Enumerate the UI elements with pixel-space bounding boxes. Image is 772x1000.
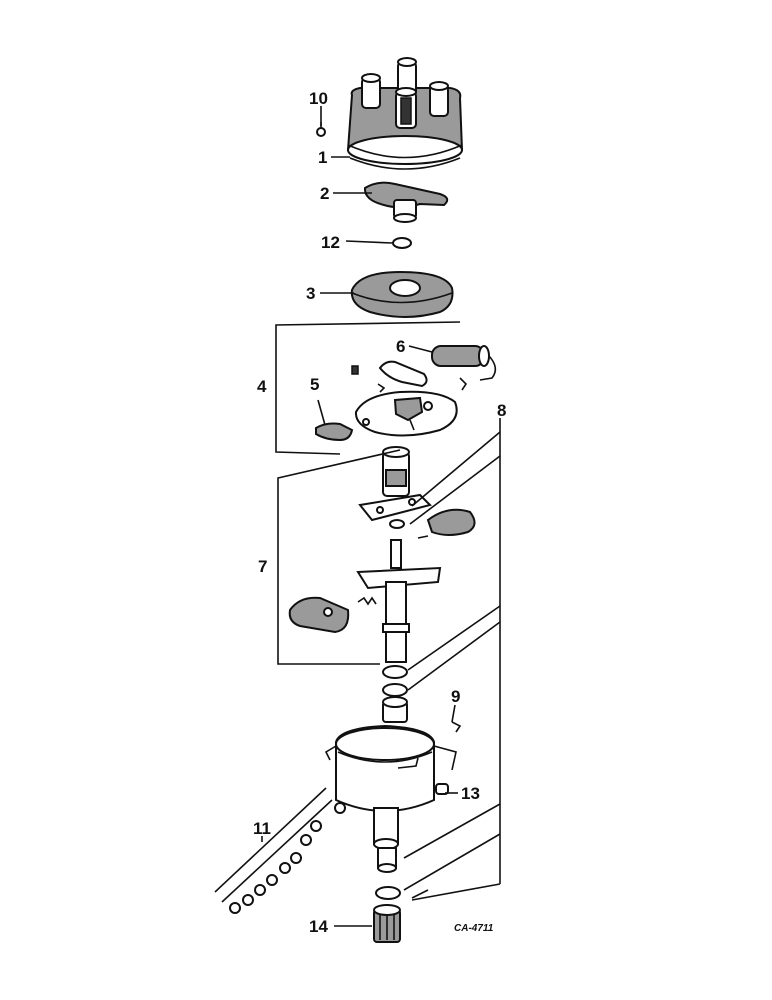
condenser-part bbox=[431, 345, 497, 381]
callout-1: 1 bbox=[318, 148, 327, 167]
breaker-plate-part bbox=[315, 360, 468, 442]
felt-washer-part bbox=[392, 237, 412, 249]
callout-6: 6 bbox=[396, 337, 405, 356]
advance-mechanism-part bbox=[288, 446, 476, 663]
callout-11: 11 bbox=[253, 819, 271, 838]
dust-shield-part bbox=[350, 270, 454, 318]
callout-2: 2 bbox=[320, 184, 329, 203]
rotor-part bbox=[363, 181, 449, 223]
terminal-hardware-part bbox=[229, 802, 346, 914]
distributor-cap-part bbox=[346, 57, 464, 170]
callout-3: 3 bbox=[306, 284, 315, 303]
leader-lines bbox=[214, 106, 501, 927]
drawing-code: CA-4711 bbox=[454, 923, 494, 934]
shaft-washers-part bbox=[382, 665, 408, 697]
callout-9: 9 bbox=[451, 687, 460, 706]
callout-labels: 1 2 3 4 5 6 7 8 9 10 11 12 13 14 CA-4711 bbox=[253, 89, 506, 936]
callout-14: 14 bbox=[309, 917, 328, 936]
callout-4: 4 bbox=[257, 377, 267, 396]
callout-13: 13 bbox=[461, 784, 480, 803]
callout-8: 8 bbox=[497, 401, 506, 420]
callout-10: 10 bbox=[309, 89, 328, 108]
distributor-housing-part bbox=[324, 724, 457, 873]
drive-gear-part bbox=[373, 886, 429, 943]
callout-12: 12 bbox=[321, 233, 340, 252]
callout-5: 5 bbox=[310, 375, 319, 394]
bushing-part bbox=[382, 696, 462, 733]
callout-7: 7 bbox=[258, 557, 267, 576]
